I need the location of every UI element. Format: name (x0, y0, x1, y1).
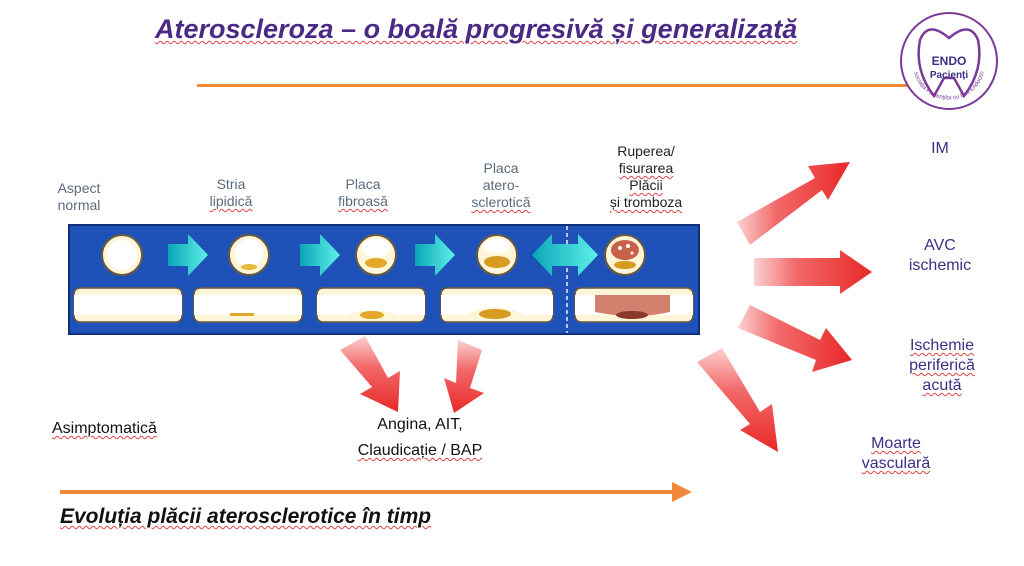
evolution-caption: Evoluția plăcii aterosclerotice în timp (60, 505, 432, 528)
plaque-progression-band (68, 224, 700, 335)
endo-logo: ENDO Pacienți Asociația Pacienților cu B… (896, 6, 1000, 112)
time-arrow-line (60, 490, 677, 494)
asymptomatic-label: Asimptomatică (52, 420, 157, 437)
time-arrow-head (672, 482, 692, 502)
cross-section-tromboza (604, 234, 646, 276)
logo-line2: Pacienți (930, 70, 969, 81)
slide-title: Ateroscleroza – o boală progresivă și ge… (155, 14, 798, 44)
arrow-to-moarte (697, 348, 778, 452)
title-underline (197, 84, 922, 87)
vessel-long-aterosclerotica (440, 287, 554, 323)
outcome-im: IM (931, 140, 949, 157)
down-arrow-right (444, 340, 484, 413)
symptoms-label: Angina, AIT,Claudicație / BAP (357, 416, 483, 459)
vessel-long-tromboza (574, 287, 694, 323)
progress-arrow-3 (415, 234, 455, 276)
arrow-to-im (737, 162, 850, 245)
cross-section-stria (228, 234, 270, 276)
vessel-long-fibroasa (316, 287, 426, 323)
cross-section-normal (101, 234, 143, 276)
progress-arrow-bidirectional (532, 234, 598, 276)
cross-section-aterosclerotica (476, 234, 518, 276)
progress-arrow-1 (168, 234, 208, 276)
progress-arrow-2 (300, 234, 340, 276)
logo-line1: ENDO (932, 54, 967, 68)
vessel-long-normal (73, 287, 183, 323)
cross-section-fibroasa (355, 234, 397, 276)
arrow-to-avc (754, 250, 872, 294)
vessel-long-stria (193, 287, 303, 323)
arrow-to-ischemie (738, 305, 852, 372)
down-arrow-left (340, 336, 400, 412)
